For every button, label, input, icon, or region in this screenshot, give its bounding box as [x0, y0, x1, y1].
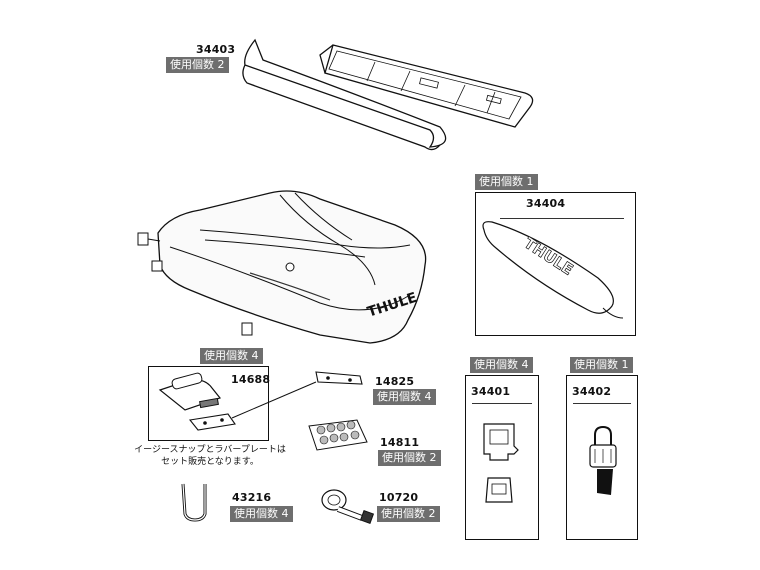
storage-cover-illustration: THULE	[482, 221, 624, 319]
quantity-badge-10720: 使用個数 2	[377, 506, 440, 522]
quantity-badge-14688: 使用個数 4	[200, 348, 263, 364]
part-number-34403: 34403	[196, 43, 236, 56]
cargo-bag-illustration: THULE	[137, 190, 427, 344]
u-bolt-illustration	[181, 483, 207, 522]
quantity-badge-43216: 使用個数 4	[230, 506, 293, 522]
quantity-badge-34402: 使用個数 1	[570, 357, 633, 373]
part-number-10720: 10720	[379, 491, 419, 504]
lock-frame	[566, 375, 638, 540]
side-rails-illustration	[242, 38, 534, 151]
adhesive-pads-illustration	[308, 419, 368, 451]
quantity-badge-34403: 使用個数 2	[166, 57, 229, 73]
quantity-badge-14825: 使用個数 4	[373, 389, 436, 405]
rubber-plate-illustration	[315, 371, 363, 385]
part-number-43216: 43216	[232, 491, 272, 504]
quantity-badge-34401: 使用個数 4	[470, 357, 533, 373]
part-number-34401: 34401	[471, 385, 511, 398]
part-number-14688: 14688	[231, 373, 271, 386]
lock-illustration	[589, 425, 617, 495]
bundle-note-line-2: セット販売となります。	[161, 457, 259, 467]
part-number-14825: 14825	[375, 375, 415, 388]
part-number-34404: 34404	[526, 197, 566, 210]
bundle-note: イージースナップとラバープレートは セット販売となります。	[130, 444, 290, 468]
easy-snap-illustration	[158, 372, 236, 431]
part-number-34402: 34402	[572, 385, 612, 398]
quantity-badge-14811: 使用個数 2	[378, 450, 441, 466]
bundle-note-line-1: イージースナップとラバープレートは	[134, 445, 286, 455]
quantity-badge-34404: 使用個数 1	[475, 174, 538, 190]
strap-illustration	[321, 489, 375, 525]
part-number-14811: 14811	[380, 436, 420, 449]
buckle-illustration	[483, 423, 519, 503]
